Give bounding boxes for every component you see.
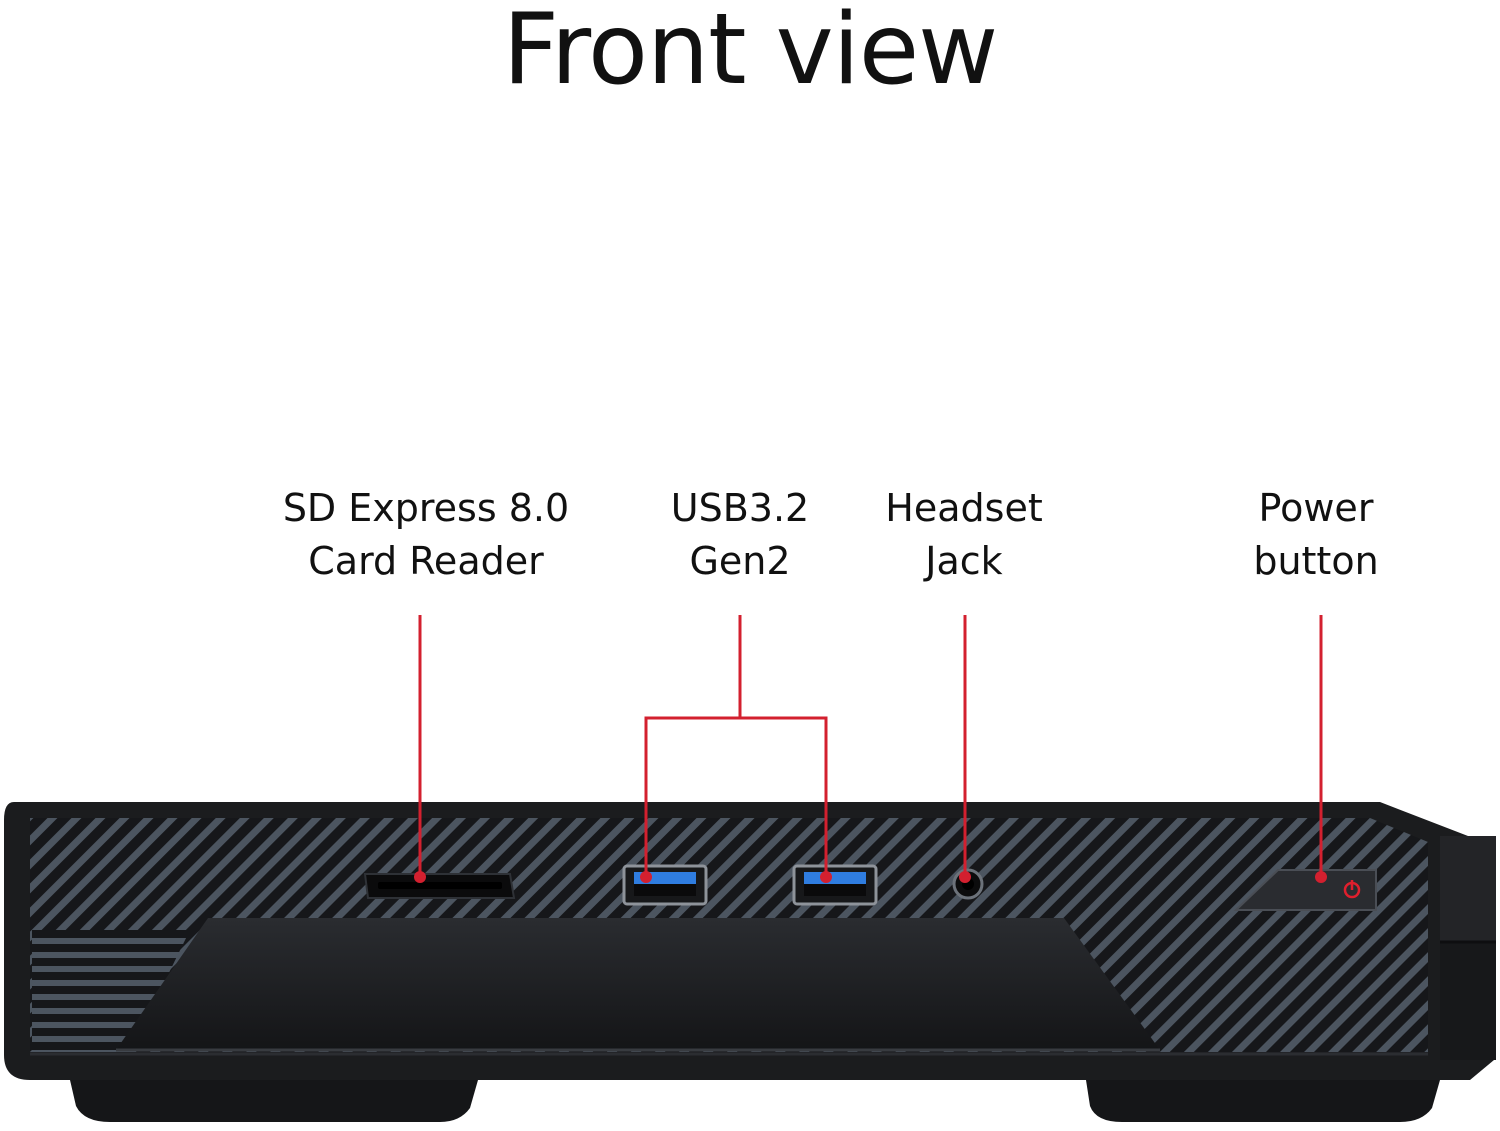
power-icon	[1343, 880, 1361, 899]
page-title: Front view	[502, 0, 999, 107]
leader-dots	[414, 871, 1327, 883]
label-usb-line1: USB3.2	[670, 486, 810, 530]
label-power-line2: button	[1253, 539, 1379, 583]
device-chassis	[4, 802, 1496, 1080]
label-headset-jack: Headset Jack	[864, 482, 1064, 588]
label-headset-line2: Jack	[925, 539, 1003, 583]
power-button[interactable]	[1233, 869, 1377, 911]
device-feet	[70, 1080, 1440, 1122]
label-usb-line2: Gen2	[689, 539, 791, 583]
label-sd-card-reader: SD Express 8.0 Card Reader	[270, 482, 582, 588]
label-usb: USB3.2 Gen2	[640, 482, 840, 588]
usb-port-1[interactable]	[622, 864, 708, 906]
usb-port-2[interactable]	[792, 864, 878, 906]
label-sd-line2: Card Reader	[308, 539, 544, 583]
label-power-button: Power button	[1216, 482, 1416, 588]
label-headset-line1: Headset	[885, 486, 1043, 530]
label-power-line1: Power	[1258, 486, 1374, 530]
leader-lines	[418, 615, 1323, 876]
sd-card-slot[interactable]	[363, 873, 516, 899]
label-sd-line1: SD Express 8.0	[282, 486, 570, 530]
